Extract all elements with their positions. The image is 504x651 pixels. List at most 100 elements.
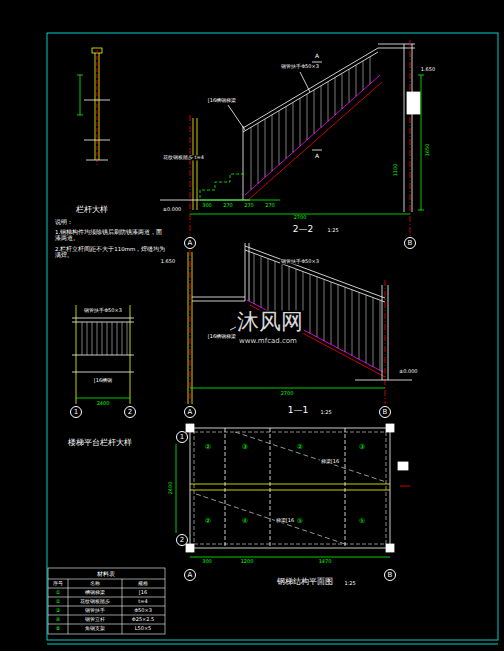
- balusters: [300, 98, 301, 146]
- section-2-2: [193, 118, 194, 210]
- table-cell: ③: [55, 608, 61, 613]
- dimension-text: 2700: [280, 391, 295, 396]
- axis-label: A: [188, 572, 193, 579]
- axis-label: B: [383, 409, 388, 416]
- section-2-2: [378, 48, 415, 49]
- table-cell: 钢管立杆: [84, 617, 106, 622]
- table-cell: L50×5: [134, 626, 153, 631]
- section-2-2: [160, 40, 424, 237]
- structure-plan: [196, 494, 345, 544]
- section-2-2: [190, 214, 410, 215]
- sheet-frame: [47, 33, 498, 644]
- balusters: [342, 73, 343, 108]
- handrail-detail: [80, 75, 81, 115]
- section-2-2: [200, 200, 280, 201]
- material-table: [48, 624, 165, 625]
- platform-railing-detail: [72, 372, 134, 373]
- structure-plan: [186, 424, 194, 432]
- table-cell: 规格: [137, 581, 149, 586]
- section-1-1: [188, 243, 412, 404]
- axis-label: 2: [180, 537, 184, 544]
- axis-label: A: [188, 409, 193, 416]
- section-2-2: [197, 118, 198, 210]
- annotation-text: [16槽钢梯梁: [207, 334, 237, 339]
- structure-plan: [270, 428, 271, 548]
- table-cell: 角钢支架: [84, 626, 106, 631]
- platform-railing-detail: [76, 305, 77, 404]
- section-1-1: [382, 285, 383, 380]
- callout-number: ⑤: [358, 518, 366, 525]
- structure-plan: [194, 432, 386, 544]
- structure-plan: [190, 484, 390, 485]
- handrail-detail: [99, 53, 100, 160]
- axis-bubble: B: [379, 406, 391, 418]
- table-cell: t=4: [137, 599, 148, 604]
- sheet-frame: [47, 644, 498, 645]
- balusters: [279, 111, 280, 165]
- section-2-2: [243, 126, 244, 200]
- handrail-detail: [86, 160, 108, 161]
- watermark: www.mfcad.com: [238, 338, 298, 345]
- structure-plan: [190, 490, 390, 491]
- platform-railing-detail: [72, 305, 134, 404]
- section-1-1: [188, 252, 189, 404]
- balusters: [268, 259, 269, 312]
- balusters: [349, 69, 350, 102]
- table-cell: ⑤: [55, 626, 61, 631]
- table-cell: ②: [55, 599, 61, 604]
- balusters: [345, 287, 346, 352]
- callout-number: ②: [204, 518, 212, 525]
- balusters: [321, 86, 322, 128]
- annotation-text: 1.650: [160, 259, 176, 264]
- section-1-1: [385, 280, 386, 404]
- dimension-text: 2400: [96, 401, 111, 406]
- material-table: [122, 579, 123, 634]
- dimension-text: 1470: [318, 559, 333, 564]
- balusters: [307, 94, 308, 140]
- axis-bubble: 2: [124, 406, 136, 418]
- axis-bubble: A: [184, 237, 196, 249]
- balusters: [261, 256, 262, 307]
- annotation-text: 1:25: [326, 228, 339, 233]
- section-2-2: [418, 75, 424, 76]
- table-cell: 槽钢梯梁: [84, 590, 106, 595]
- table-cell: Φ50×3: [133, 608, 153, 613]
- section-1-1: [355, 380, 412, 381]
- material-table: [48, 606, 165, 607]
- balusters: [338, 285, 339, 349]
- table-cell: 钢管扶手: [84, 608, 106, 613]
- handrail-detail: [84, 140, 110, 141]
- balusters: [317, 277, 318, 337]
- structure-plan: [190, 428, 390, 548]
- structure-plan: [398, 462, 408, 470]
- section-1-1: [245, 250, 385, 302]
- handrail-detail: [97, 50, 98, 165]
- structure-plan: [186, 544, 194, 552]
- handrail-detail: [84, 100, 110, 101]
- annotation-text: 梯梁[16: [320, 459, 340, 464]
- material-table: [48, 568, 165, 634]
- callout-number: ⑤: [296, 518, 304, 525]
- platform-railing-detail: [72, 322, 134, 323]
- balusters: [356, 65, 357, 96]
- dimension-text: 1650: [425, 143, 430, 158]
- annotation-text: 钢管扶手Φ50×3: [280, 259, 320, 264]
- callout-number: ③: [358, 444, 366, 451]
- structure-plan: [225, 428, 226, 548]
- annotation-text: ±0.000: [162, 207, 183, 212]
- axis-bubble: B: [404, 237, 416, 249]
- section-2-2: [404, 44, 405, 212]
- section-2-2: [300, 72, 310, 92]
- balusters: [373, 298, 374, 367]
- section-2-2: [312, 150, 322, 151]
- callout-number: ④: [241, 518, 249, 525]
- note-text: 1.钢梯构件均须除锈后刷防锈漆两道，面漆两道。: [54, 230, 168, 242]
- axis-bubble: 1: [70, 406, 82, 418]
- balusters: [102, 322, 103, 355]
- axis-label: B: [388, 572, 393, 579]
- annotation-text: 1.650: [420, 67, 436, 72]
- section-2-2: [200, 174, 245, 198]
- table-cell: [16: [138, 590, 148, 595]
- balusters: [275, 261, 276, 315]
